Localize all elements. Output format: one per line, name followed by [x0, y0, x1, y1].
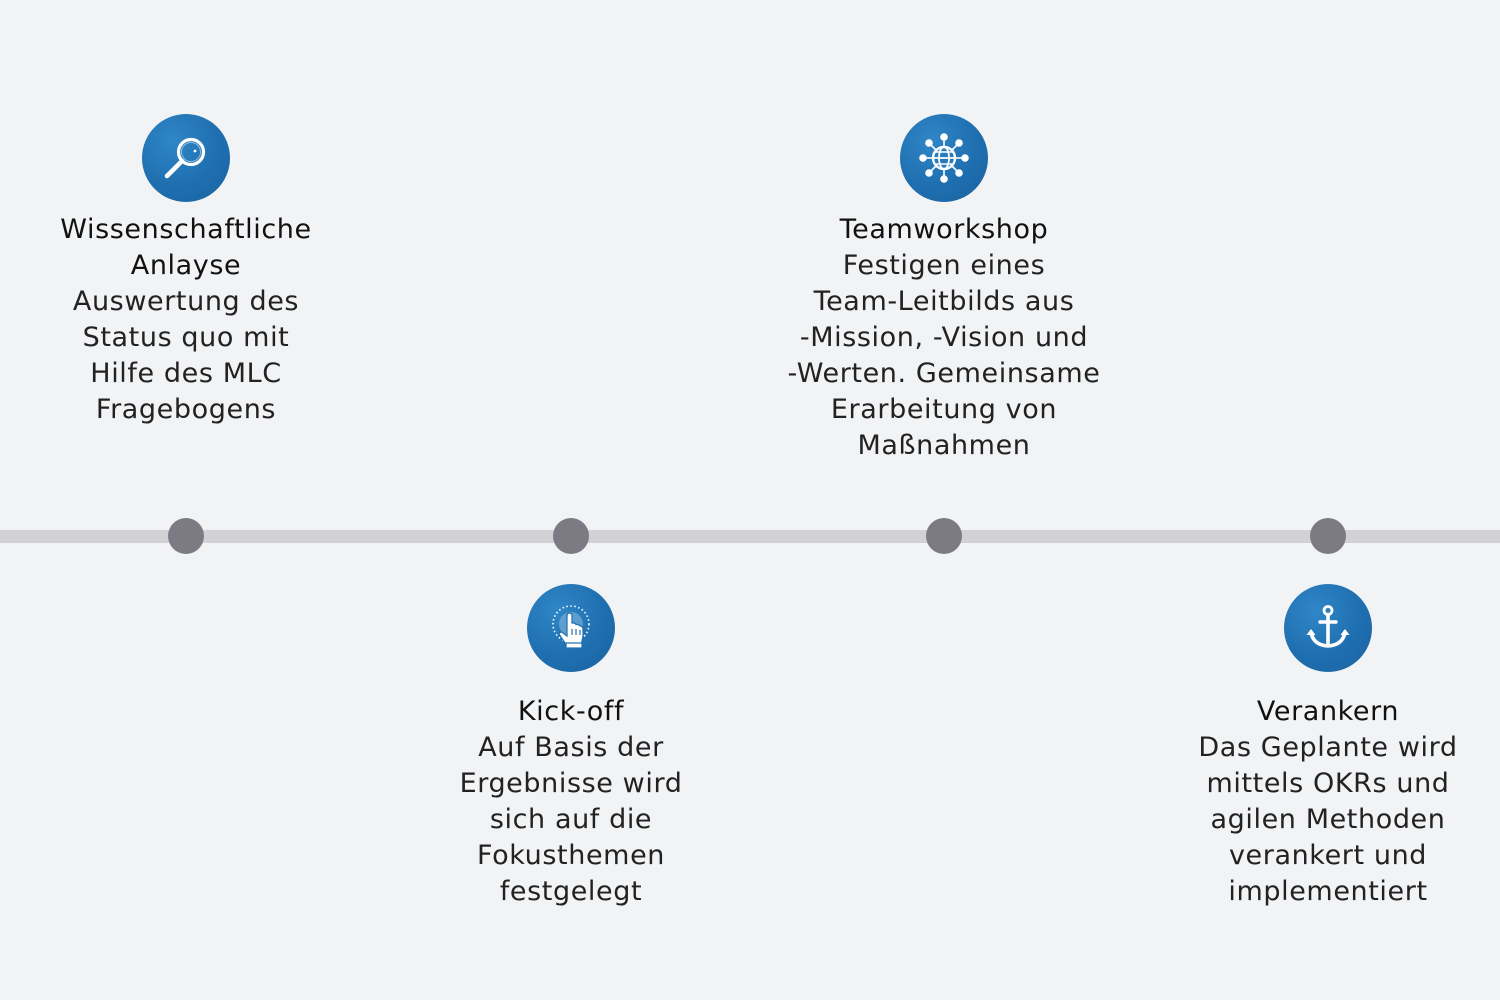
step-2-title: Kick-off [411, 694, 731, 730]
timeline-dot-4 [1310, 518, 1346, 554]
step-3-desc-line-4: -Werten. Gemeinsame [787, 358, 1101, 389]
step-3-text: Teamworkshop Festigen eines Team-Leitbil… [764, 212, 1124, 464]
step-2-desc-line-4: Fokusthemen [476, 840, 665, 871]
timeline-line [0, 530, 1500, 543]
step-3-icon-circle [900, 114, 988, 202]
step-1-title: Wissenschaftliche Anlayse [26, 212, 346, 284]
step-1-description: Auswertung des Status quo mit Hilfe des … [26, 284, 346, 428]
step-3-desc-line-3: -Mission, -Vision und [799, 322, 1089, 353]
step-4-desc-line-4: verankert und [1228, 840, 1428, 871]
globe-network-icon [919, 133, 969, 183]
step-1-text: Wissenschaftliche Anlayse Auswertung des… [26, 212, 346, 428]
step-3-title: Teamworkshop [764, 212, 1124, 248]
step-3-desc-line-2: Team-Leitbilds aus [813, 286, 1075, 317]
step-4-icon-circle [1284, 584, 1372, 672]
timeline-dot-1 [168, 518, 204, 554]
step-2-text: Kick-off Auf Basis der Ergebnisse wird s… [411, 694, 731, 910]
step-4-desc-line-3: agilen Methoden [1210, 804, 1446, 835]
step-1-title-line-1: Wissenschaftliche [60, 214, 312, 245]
step-4-title-line-1: Verankern [1256, 696, 1400, 727]
step-3-description: Festigen eines Team-Leitbilds aus -Missi… [764, 248, 1124, 464]
pointer-hand-icon [552, 605, 590, 649]
anchor-icon [1306, 605, 1350, 648]
step-1-desc-line-4: Fragebogens [95, 394, 277, 425]
step-1-desc-line-1: Auswertung des [72, 286, 300, 317]
step-1-desc-line-3: Hilfe des MLC [90, 358, 282, 389]
step-2-desc-line-3: sich auf die [489, 804, 653, 835]
step-3-desc-line-6: Maßnahmen [857, 430, 1031, 461]
step-3-desc-line-1: Festigen eines [842, 250, 1046, 281]
step-3-title-line-1: Teamworkshop [839, 214, 1049, 245]
step-4-desc-line-5: implementiert [1228, 876, 1428, 907]
step-1-title-line-2: Anlayse [130, 250, 242, 281]
timeline-dot-3 [926, 518, 962, 554]
step-2-desc-line-2: Ergebnisse wird [459, 768, 683, 799]
step-4-desc-line-1: Das Geplante wird [1198, 732, 1458, 763]
step-1-icon-circle [142, 114, 230, 202]
timeline-dot-2 [553, 518, 589, 554]
step-4-description: Das Geplante wird mittels OKRs und agile… [1168, 730, 1488, 910]
step-2-desc-line-1: Auf Basis der [478, 732, 664, 763]
step-2-title-line-1: Kick-off [517, 696, 625, 727]
step-3-desc-line-5: Erarbeitung von [830, 394, 1058, 425]
step-2-desc-line-5: festgelegt [499, 876, 643, 907]
step-4-desc-line-2: mittels OKRs und [1206, 768, 1450, 799]
step-2-description: Auf Basis der Ergebnisse wird sich auf d… [411, 730, 731, 910]
step-4-title: Verankern [1168, 694, 1488, 730]
step-1-desc-line-2: Status quo mit [82, 322, 290, 353]
step-2-icon-circle [527, 584, 615, 672]
magnifier-icon [164, 137, 206, 179]
step-4-text: Verankern Das Geplante wird mittels OKRs… [1168, 694, 1488, 910]
